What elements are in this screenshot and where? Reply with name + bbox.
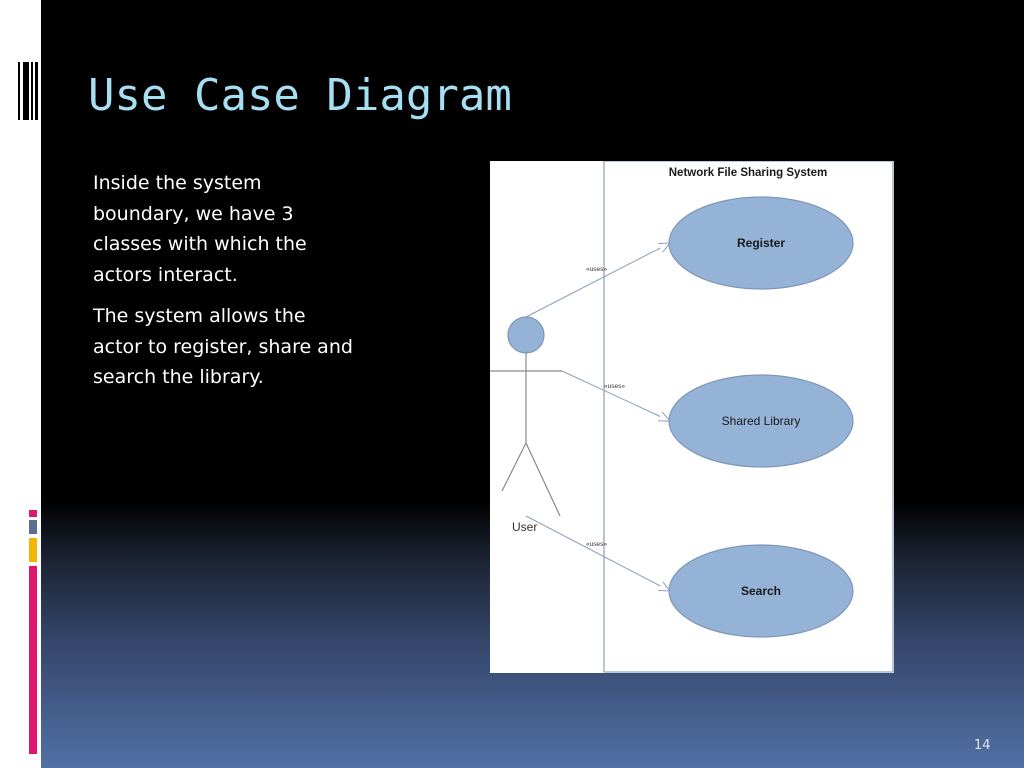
accent-bar-pink-long — [29, 566, 37, 754]
use-case-diagram: Network File Sharing System User «uses» … — [490, 161, 894, 673]
use-case-diagram-canvas: Network File Sharing System User «uses» … — [490, 161, 894, 673]
accent-bar-pink-small — [29, 510, 37, 517]
use-case-register — [668, 196, 854, 290]
theme-bar-decoration — [18, 62, 38, 120]
use-case-shared-library — [668, 374, 854, 468]
use-case-search-label: Search — [741, 584, 781, 598]
accent-bar-gold — [29, 538, 37, 562]
accent-bar-gray — [29, 520, 37, 534]
use-case-shared-library-label: Shared Library — [722, 414, 801, 428]
system-name: Network File Sharing System — [669, 167, 828, 179]
use-case-register-label: Register — [737, 236, 785, 250]
relation-label-search: «uses» — [586, 541, 607, 548]
actor-head — [507, 316, 545, 354]
actor-user — [490, 316, 562, 517]
body-paragraph-1: Inside the system boundary, we have 3 cl… — [93, 172, 307, 286]
relation-register — [525, 243, 670, 318]
relation-label-register: «uses» — [586, 266, 607, 273]
slide-title: Use Case Diagram — [88, 70, 512, 121]
use-case-search — [668, 544, 854, 638]
actor-label: User — [512, 520, 537, 534]
body-paragraph-2: The system allows the actor to register,… — [93, 305, 353, 388]
slide-body: Inside the system boundary, we have 3 cl… — [93, 168, 353, 404]
relation-shared-library — [561, 370, 670, 421]
relation-label-shared-library: «uses» — [604, 383, 625, 390]
vertical-bars-decoration — [0, 0, 4, 120]
page-number: 14 — [974, 738, 991, 753]
relation-search — [525, 515, 670, 591]
